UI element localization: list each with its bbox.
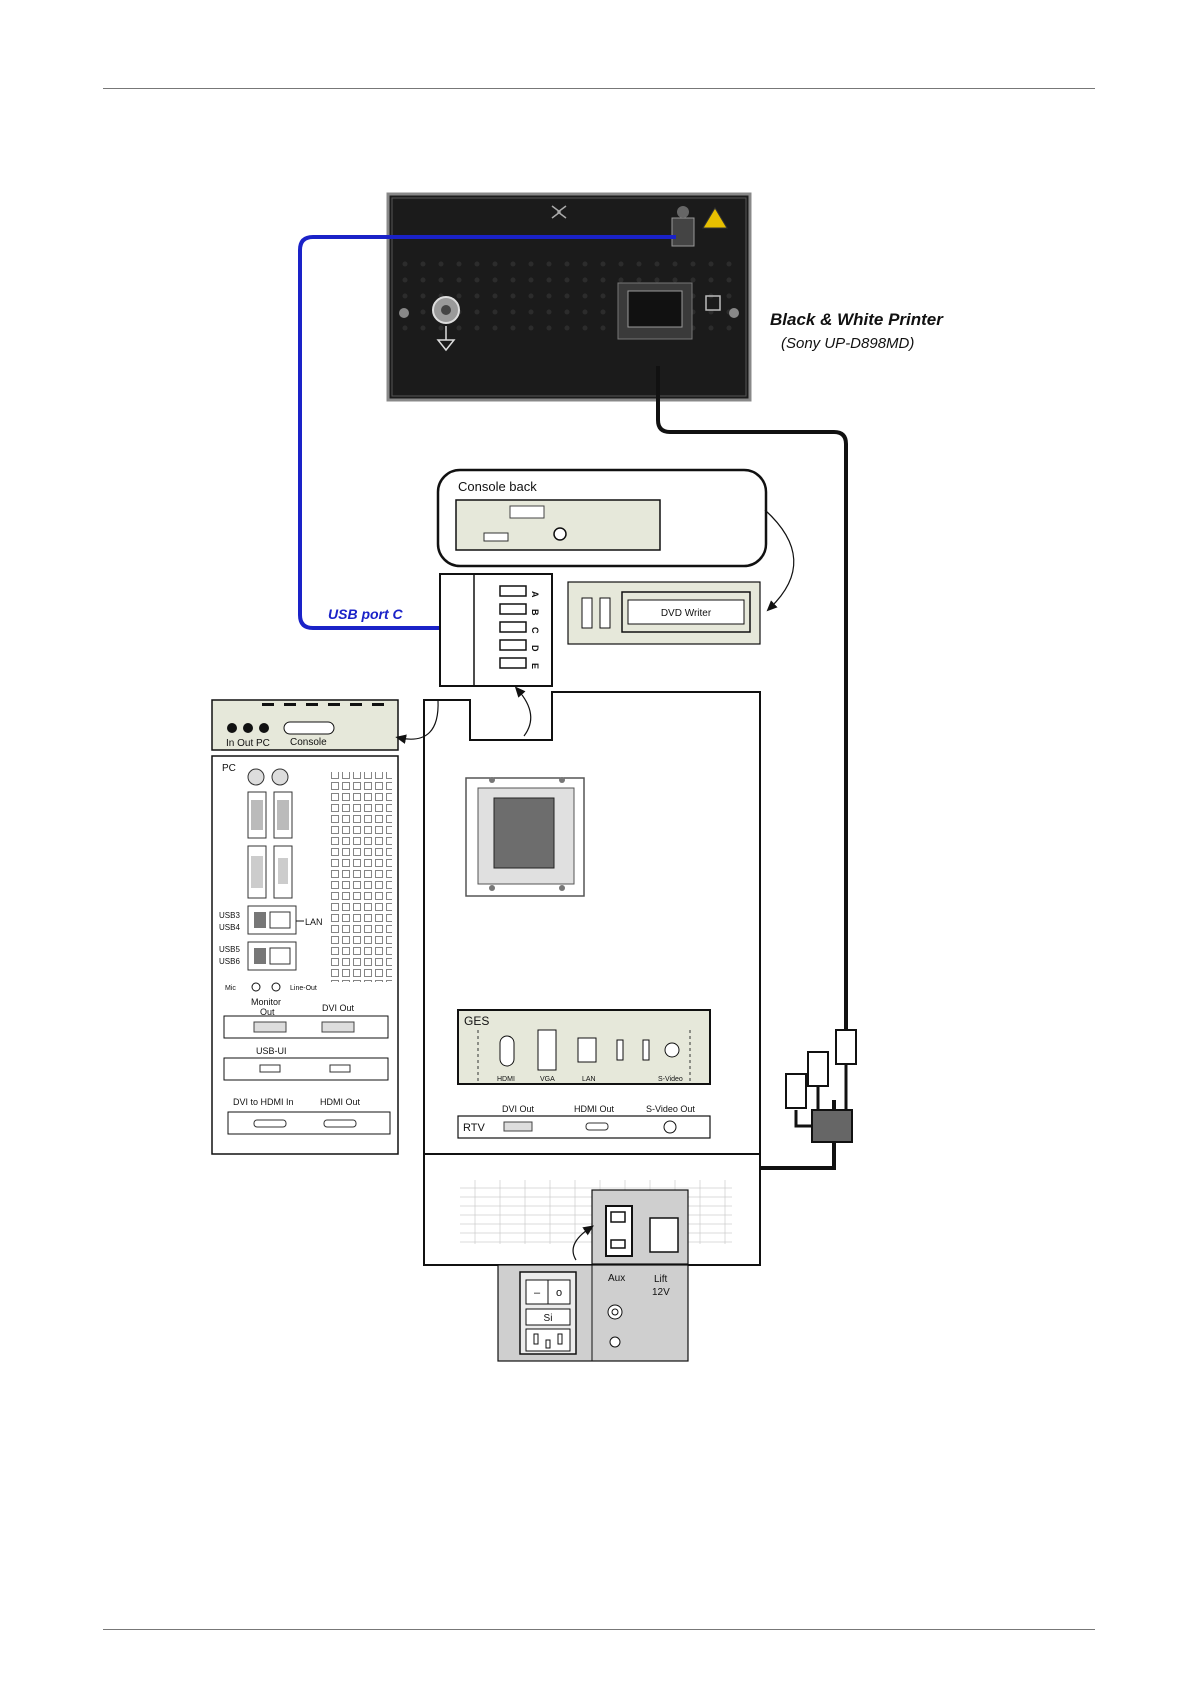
- usb-b-port-icon: [672, 218, 694, 246]
- usb-port-icon: [500, 640, 526, 650]
- usb-port-icon: [484, 533, 508, 541]
- lan-label: LAN: [305, 917, 323, 927]
- usb-port-icon: [500, 658, 526, 668]
- rtv-hdmi-out-label: HDMI Out: [574, 1104, 615, 1114]
- s-video-port-icon: [665, 1043, 679, 1057]
- power-plug-icon: [836, 1030, 856, 1064]
- printer-model: (Sony UP-D898MD): [781, 335, 914, 352]
- usb-port-letter: C: [530, 627, 540, 634]
- pc-console-label: Console: [290, 737, 327, 748]
- mic-label: Mic: [225, 985, 236, 992]
- dvi-port-icon: [510, 506, 544, 518]
- power-plug-icon: [786, 1074, 806, 1108]
- power-splitter: [786, 1030, 856, 1142]
- vent-slot: [262, 703, 274, 706]
- usb-port-icon: [500, 586, 526, 596]
- pc-in-out-label: In Out PC: [226, 738, 270, 749]
- fuse-label: Si: [544, 1313, 553, 1324]
- ges-hdmi-label: HDMI: [497, 1076, 515, 1083]
- printer-back: [388, 194, 750, 400]
- usb5-label: USB5: [219, 945, 240, 954]
- pc-title: PC: [222, 763, 236, 774]
- line-out-label: Line-Out: [290, 985, 317, 992]
- pc-dvi-out-label: DVI Out: [322, 1003, 355, 1013]
- printer-title: Black & White Printer: [770, 310, 944, 329]
- usb-ui-label: USB-UI: [256, 1046, 287, 1056]
- console-back-title: Console back: [458, 479, 537, 494]
- usb-port-letter: D: [530, 645, 540, 652]
- usb3-label: USB3: [219, 911, 240, 920]
- lift-label-2: 12V: [652, 1287, 670, 1298]
- vent-slot: [284, 703, 296, 706]
- pc-hdmi-out-label: HDMI Out: [320, 1097, 361, 1107]
- ges-svideo-label: S-Video: [658, 1076, 683, 1083]
- usb-port-icon: [500, 622, 526, 632]
- usb6-label: USB6: [219, 957, 240, 966]
- aux-label: Aux: [608, 1273, 625, 1284]
- rtv-dvi-out-label: DVI Out: [502, 1104, 535, 1114]
- vent-slot: [306, 703, 318, 706]
- vent-slot: [350, 703, 362, 706]
- vga-port-icon: [538, 1030, 556, 1070]
- usb-port-letter: B: [530, 609, 540, 616]
- power-plug-icon: [808, 1052, 828, 1086]
- rtv-title: RTV: [463, 1122, 485, 1134]
- ges-lan-label: LAN: [582, 1076, 596, 1083]
- lift-label-1: Lift: [654, 1274, 668, 1285]
- rtv-svideo-out-label: S-Video Out: [646, 1104, 695, 1114]
- switch-on-label: o: [556, 1287, 562, 1299]
- switch-off-label: –: [534, 1287, 541, 1299]
- usb-port-letter: A: [530, 591, 540, 598]
- ges-title: GES: [464, 1014, 489, 1028]
- dvd-writer-label: DVD Writer: [661, 608, 712, 619]
- ges-vga-label: VGA: [540, 1076, 555, 1083]
- vent-slot: [328, 703, 340, 706]
- hdmi-port-icon: [500, 1036, 514, 1066]
- monitor-out-label-1: Monitor: [251, 997, 281, 1007]
- lan-port-icon: [578, 1038, 596, 1062]
- vent-slot: [372, 703, 384, 706]
- usb-port-icon: [500, 604, 526, 614]
- usb-port-label: USB port C: [328, 606, 404, 622]
- usb4-label: USB4: [219, 923, 240, 932]
- dvi-hdmi-in-label: DVI to HDMI In: [233, 1097, 294, 1107]
- usb-port-letter: E: [530, 663, 540, 669]
